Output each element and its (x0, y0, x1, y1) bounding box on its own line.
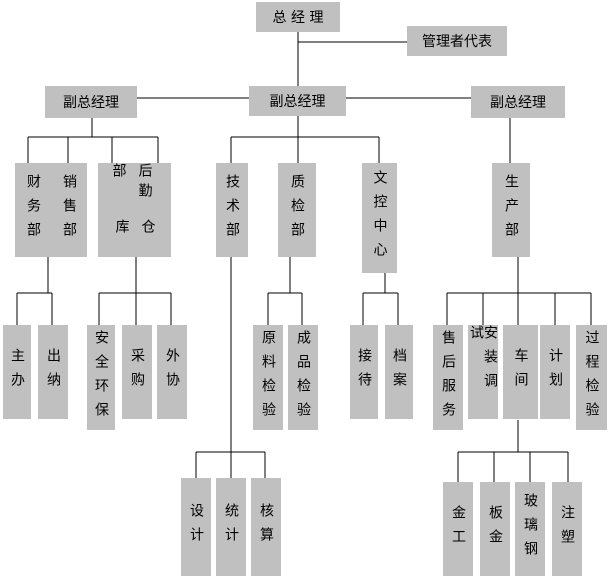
product-inspection-box: 成品检验 (288, 325, 318, 430)
install-debug-box: 安装调试 (468, 325, 498, 419)
reception-box: 接待 (350, 325, 378, 419)
supervisor-box: 主办 (3, 325, 31, 419)
finance-dept-box: 财务部 (15, 163, 51, 257)
sales-dept-box: 销售部 (51, 163, 87, 257)
process-inspection-box: 过程检验 (576, 325, 607, 430)
workshop-box: 车间 (503, 325, 538, 419)
archives-box: 档案 (385, 325, 413, 419)
logistics-warehouse-box: 后勤部 仓库 (98, 163, 171, 257)
purchasing-box: 采购 (122, 325, 152, 419)
sheet-metal-box: 板金 (480, 482, 510, 576)
vp-center-box: 副总经理 (249, 86, 346, 116)
statistics-box: 统计 (216, 478, 246, 576)
qc-dept-box: 质检部 (278, 163, 316, 257)
fiberglass-box: 玻璃钢 (515, 482, 545, 576)
vp-left-box: 副总经理 (45, 86, 137, 118)
production-dept-box: 生产部 (492, 163, 530, 257)
planning-box: 计划 (540, 325, 570, 419)
injection-molding-box: 注塑 (552, 482, 582, 576)
metalwork-box: 金工 (443, 482, 473, 576)
outsourcing-box: 外协 (157, 325, 187, 419)
cashier-box: 出纳 (38, 325, 68, 419)
logistics-dept-label: 后勤部 (110, 163, 153, 203)
warehouse-label: 仓库 (113, 219, 156, 240)
vp-right-box: 副总经理 (471, 86, 565, 118)
doc-control-center-box: 文控中心 (362, 163, 397, 273)
raw-material-inspection-box: 原料检验 (253, 325, 283, 430)
design-box: 设计 (181, 478, 211, 576)
safety-env-box: 安全环保 (87, 325, 115, 430)
management-representative-box: 管理者代表 (407, 26, 507, 56)
tech-dept-box: 技术部 (216, 163, 248, 257)
general-manager-box: 总 经 理 (256, 2, 340, 32)
after-sales-box: 售后服务 (433, 325, 463, 430)
cost-accounting-box: 核算 (251, 478, 281, 576)
